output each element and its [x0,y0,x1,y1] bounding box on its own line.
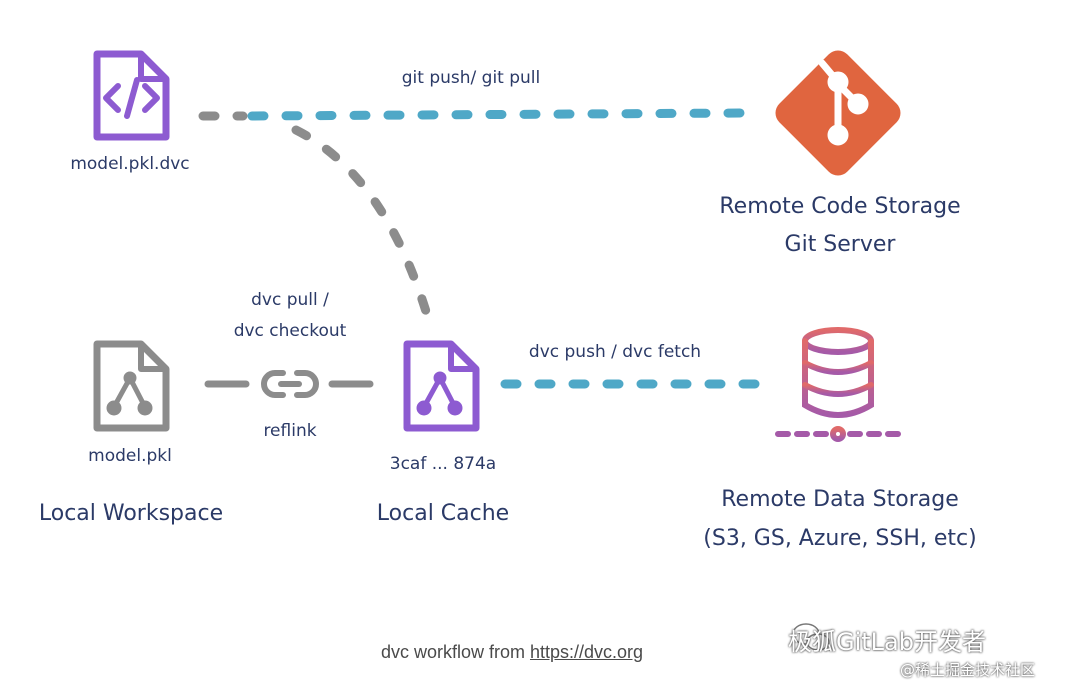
dvc-push-fetch-label: dvc push / dvc fetch [528,342,702,362]
database-icon [775,327,903,442]
cache-file-icon [403,340,480,432]
code-file-icon [93,50,170,141]
git-branch-mark [818,59,869,146]
chain-link-icon [261,370,319,398]
git-push-pull-label: git push/ git pull [401,68,541,88]
watermark-line1: 极狐GitLab开发者 [788,628,986,656]
git-push-pull-line [247,108,747,121]
figure-caption: dvc workflow from https://dvc.org [381,642,643,663]
remote-data-storage-sub: (S3, GS, Azure, SSH, etc) [703,526,977,551]
caption-text: dvc workflow from [380,642,530,662]
cache-hash-label: 3caf ... 874a [389,454,497,474]
workspace-file-icon [93,340,170,432]
watermark-line2: @稀土掘金技术社区 [900,661,1036,679]
workspace-file-label: model.pkl [88,446,172,466]
dvc-checkout-label: dvc checkout [233,321,347,341]
reflink-label: reflink [263,421,317,441]
dvc-file-label: model.pkl.dvc [70,154,190,174]
local-workspace-title: Local Workspace [38,501,224,526]
dvc-file-to-cache-line [291,125,433,323]
dvc-pull-label: dvc pull / [251,290,329,310]
git-server-label: Git Server [784,232,896,257]
remote-code-storage-title: Remote Code Storage [719,194,961,219]
dvc-link[interactable]: https://dvc.org [529,642,644,662]
local-cache-title: Local Cache [376,501,510,526]
wechat-icon [792,623,830,651]
remote-data-storage-title: Remote Data Storage [721,487,959,512]
